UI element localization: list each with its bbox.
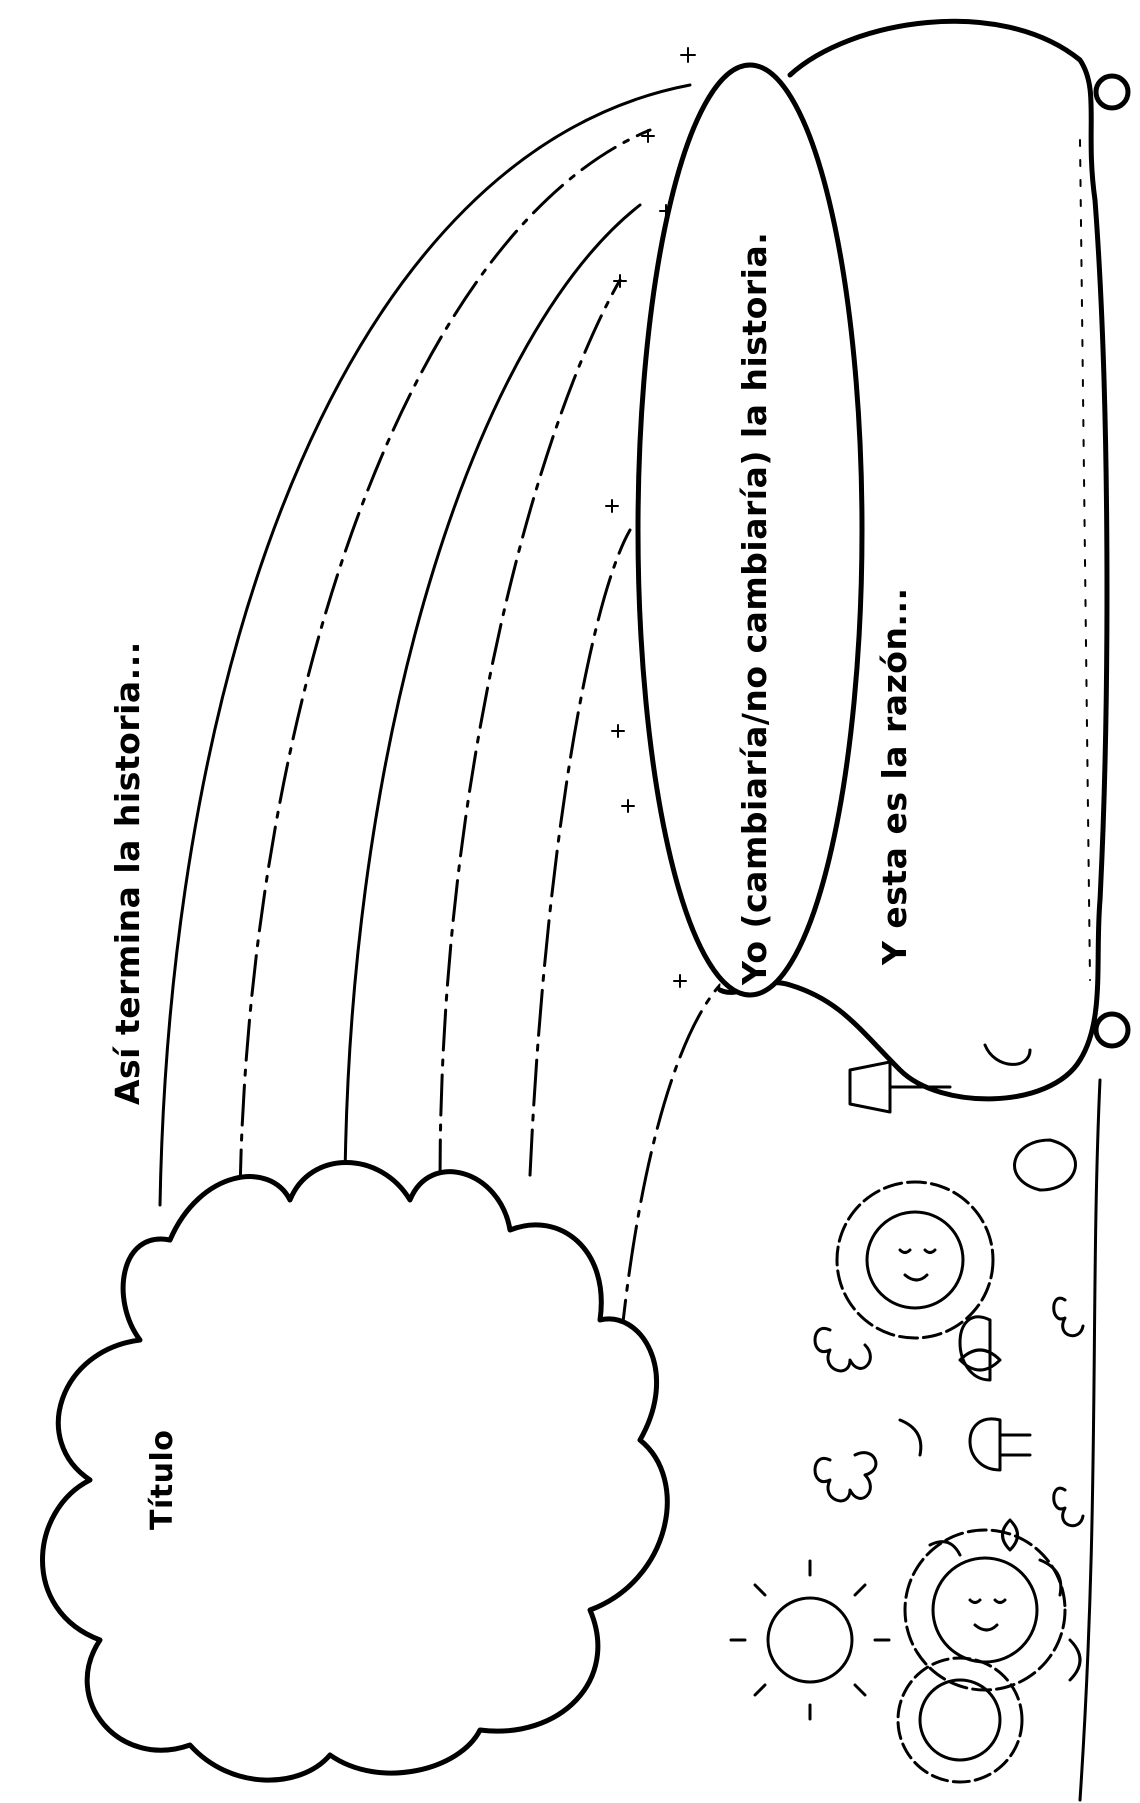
pot-foot-bottom [1096, 1014, 1128, 1046]
rainbow-band-6 [620, 985, 720, 1350]
rainbow [160, 85, 720, 1350]
cloud-outline [43, 1163, 668, 1781]
pot-foot-top [1096, 76, 1128, 108]
rainbow-band-5 [530, 530, 630, 1175]
cloud-title-label: Título [145, 1430, 180, 1530]
sun [731, 1561, 889, 1719]
change-story-prompt: Yo (cambiaría/no cambiaría) la historia. [735, 232, 774, 985]
story-ending-prompt: Así termina la historia... [108, 641, 147, 1105]
rainbow-band-3 [345, 205, 640, 1180]
reason-prompt: Y esta es la razón... [875, 587, 914, 965]
rainbow-band-4 [440, 280, 620, 1180]
rainbow-band-1 [160, 85, 690, 1205]
ground-line [1080, 1080, 1100, 1800]
